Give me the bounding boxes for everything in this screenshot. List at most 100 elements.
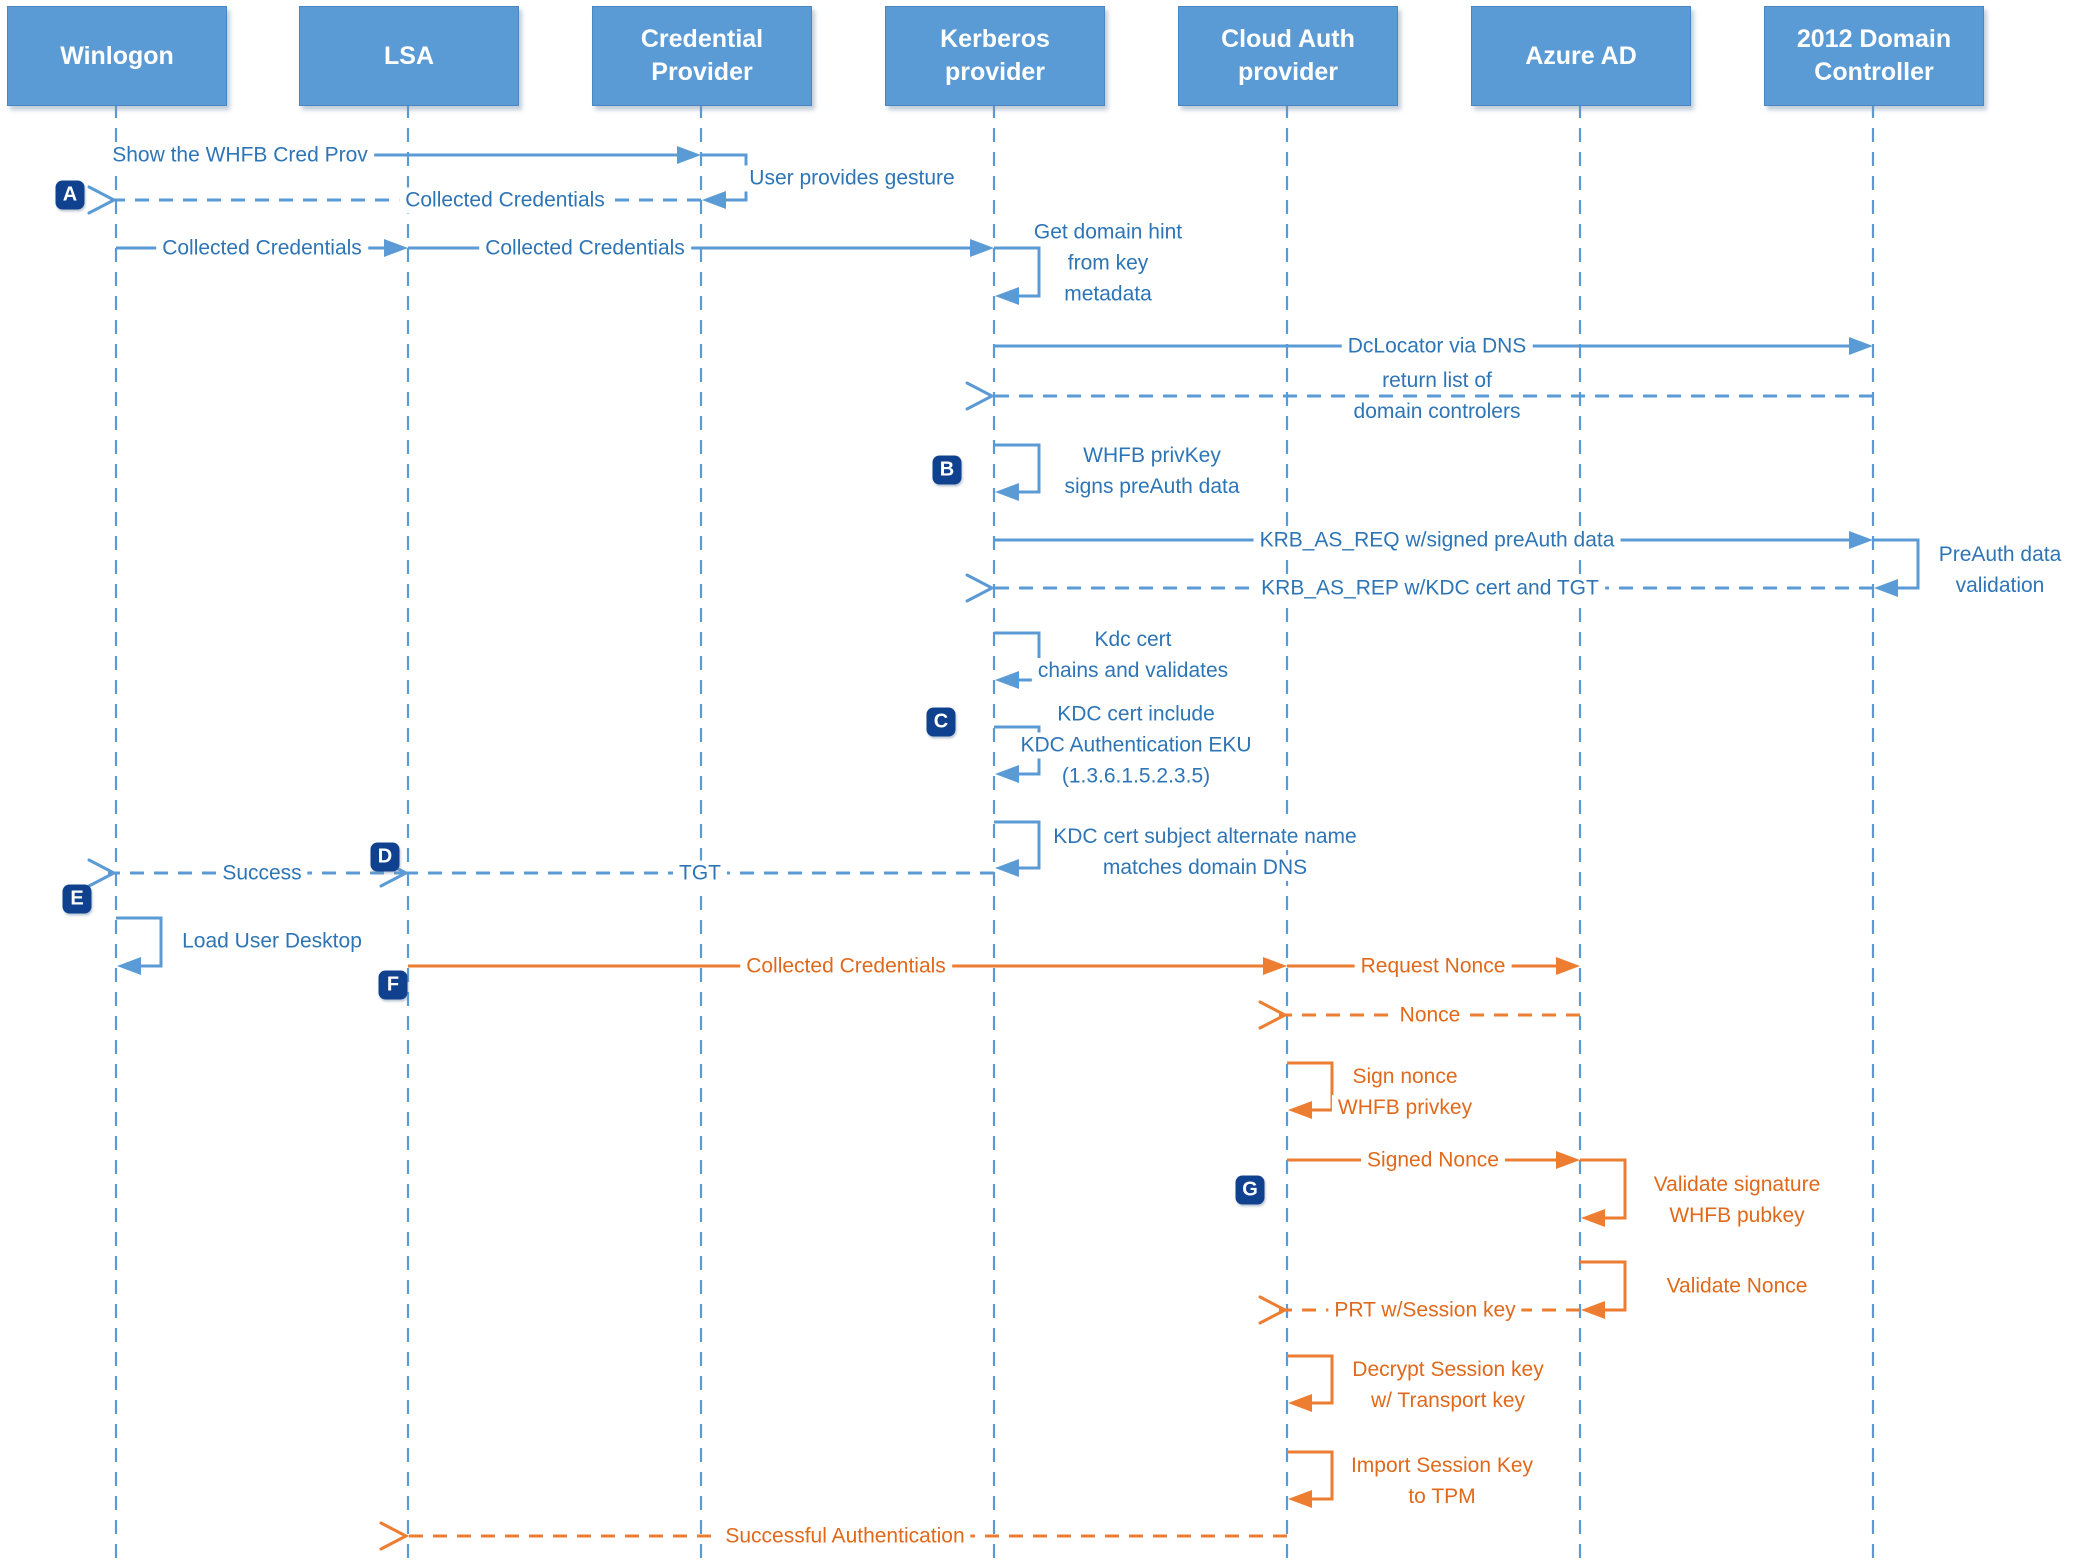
self-loop-arrowhead-user-provides-gesture xyxy=(702,191,726,209)
step-marker-e: E xyxy=(62,884,92,914)
actor-label-line: Azure AD xyxy=(1525,41,1637,70)
label-tgt: TGT xyxy=(673,858,727,889)
step-marker-c: C xyxy=(926,707,956,737)
label-line: matches domain DNS xyxy=(1096,854,1314,881)
label-kdc-cert-san: KDC cert subject alternate name matches d… xyxy=(1047,821,1363,883)
self-loop-preauth-data-validation xyxy=(1873,538,1920,590)
actor-label-line: Winlogon xyxy=(60,41,174,70)
label-collected-credentials-return: Collected Credentials xyxy=(399,185,611,216)
self-loop-arrowhead-kdc-cert-eku xyxy=(995,765,1019,783)
label-line: DcLocator via DNS xyxy=(1341,333,1533,359)
arrowhead-open-prt-w-session-key xyxy=(1258,1295,1289,1325)
label-line: Load User Desktop xyxy=(176,928,368,954)
label-get-domain-hint: Get domain hint from key metadata xyxy=(1027,217,1189,310)
label-line: from key xyxy=(1061,250,1155,276)
label-line: (1.3.6.1.5.2.3.5) xyxy=(1055,763,1217,789)
label-line: Request Nonce xyxy=(1354,953,1512,979)
actor-label-line: 2012 Domain xyxy=(1796,25,1952,53)
label-preauth-data-validation: PreAuth data validation xyxy=(1932,539,2068,601)
actor-kerberos-provider: Kerberos provider xyxy=(885,6,1105,106)
label-return-list-domain-controlers: return list of domain controlers xyxy=(1347,365,1527,427)
label-signed-nonce: Signed Nonce xyxy=(1361,1145,1505,1176)
arrowhead-open-collected-credentials-return xyxy=(87,185,118,215)
arrowhead-filled-krb-as-req xyxy=(1849,531,1873,549)
label-line: Get domain hint xyxy=(1027,219,1189,245)
self-loop-arrowhead-kdc-cert-chains xyxy=(995,671,1019,689)
step-marker-d: D xyxy=(370,842,400,872)
self-loop-get-domain-hint xyxy=(994,246,1041,298)
step-marker-a: A xyxy=(55,180,85,210)
arrowhead-filled-signed-nonce xyxy=(1556,1151,1580,1169)
arrowhead-open-return-list-domain-controlers xyxy=(965,381,996,411)
label-line: PreAuth data xyxy=(1932,541,2068,568)
label-line: KDC cert include xyxy=(1051,701,1221,727)
actor-label-line: provider xyxy=(944,58,1046,86)
actor-label-line: Kerberos xyxy=(940,25,1050,53)
actor-label-line: provider xyxy=(1237,58,1339,86)
self-loop-validate-signature xyxy=(1580,1158,1627,1220)
arrowhead-open-success xyxy=(87,858,118,888)
label-collected-credentials-to-kerb: Collected Credentials xyxy=(479,233,691,264)
self-loop-arrowhead-get-domain-hint xyxy=(995,287,1019,305)
label-successful-authentication: Successful Authentication xyxy=(719,1521,971,1552)
label-line: Successful Authentication xyxy=(719,1523,971,1549)
label-line: chains and validates xyxy=(1031,657,1235,684)
actor-lsa: LSA xyxy=(299,6,519,106)
label-line: KDC Authentication EKU xyxy=(1014,732,1258,758)
label-line: metadata xyxy=(1058,281,1158,307)
actor-winlogon: Winlogon xyxy=(7,6,227,106)
label-line: Collected Credentials xyxy=(479,235,691,261)
arrowhead-filled-dclocator-via-dns xyxy=(1849,337,1873,355)
actor-label-line: Provider xyxy=(651,58,753,86)
label-krb-as-rep: KRB_AS_REP w/KDC cert and TGT xyxy=(1255,573,1605,604)
label-line: Show the WHFB Cred Prov xyxy=(106,142,374,168)
label-line: Sign nonce xyxy=(1346,1063,1464,1090)
label-line: Success xyxy=(216,860,308,886)
label-line: validation xyxy=(1949,572,2051,599)
label-line: domain controlers xyxy=(1347,398,1527,425)
label-krb-as-req: KRB_AS_REQ w/signed preAuth data xyxy=(1253,525,1621,556)
actor-cloud-auth-provider: Cloud Auth provider xyxy=(1178,6,1398,106)
label-line: return list of xyxy=(1376,367,1498,394)
self-loop-sign-nonce xyxy=(1287,1061,1334,1112)
label-request-nonce: Request Nonce xyxy=(1354,951,1512,982)
self-loop-arrowhead-kdc-cert-san xyxy=(995,859,1019,877)
self-loop-arrowhead-import-session-key xyxy=(1288,1490,1312,1508)
label-line: WHFB privKey xyxy=(1077,442,1227,469)
self-loop-validate-nonce xyxy=(1580,1260,1627,1312)
label-line: User provides gesture xyxy=(743,165,961,191)
self-loop-arrowhead-preauth-data-validation xyxy=(1874,579,1898,597)
label-line: to TPM xyxy=(1402,1483,1482,1510)
self-loop-whfb-privkey-signs xyxy=(994,443,1041,494)
label-line: Collected Credentials xyxy=(399,187,611,213)
label-line: TGT xyxy=(673,860,727,886)
actor-label-line: Cloud Auth xyxy=(1221,25,1355,53)
label-line: Validate signature xyxy=(1647,1171,1827,1198)
label-line: Collected Credentials xyxy=(156,235,368,261)
step-marker-b: B xyxy=(932,455,962,485)
self-loop-arrowhead-sign-nonce xyxy=(1288,1101,1312,1119)
arrowhead-filled-collected-credentials-to-kerb xyxy=(970,239,994,257)
actor-label-line: Credential xyxy=(640,25,764,53)
arrowhead-filled-collected-credentials-orange xyxy=(1263,957,1287,975)
arrowhead-open-nonce xyxy=(1258,1000,1289,1030)
label-nonce: Nonce xyxy=(1393,1000,1467,1031)
label-line: PRT w/Session key xyxy=(1328,1297,1522,1323)
actor-label-line: Controller xyxy=(1814,58,1934,86)
label-line: WHFB pubkey xyxy=(1663,1202,1811,1229)
label-collected-credentials-orange: Collected Credentials xyxy=(740,951,952,982)
label-line: Decrypt Session key xyxy=(1346,1356,1550,1383)
label-validate-nonce: Validate Nonce xyxy=(1660,1271,1814,1302)
arrowhead-filled-show-whfb-cred-prov xyxy=(677,146,701,164)
step-marker-f: F xyxy=(378,970,408,1000)
arrowhead-open-successful-authentication xyxy=(379,1521,410,1551)
label-line: WHFB privkey xyxy=(1331,1094,1479,1121)
label-line: KDC cert subject alternate name xyxy=(1047,823,1363,850)
arrowhead-open-krb-as-rep xyxy=(965,573,996,603)
self-loop-arrowhead-validate-nonce xyxy=(1581,1301,1605,1319)
